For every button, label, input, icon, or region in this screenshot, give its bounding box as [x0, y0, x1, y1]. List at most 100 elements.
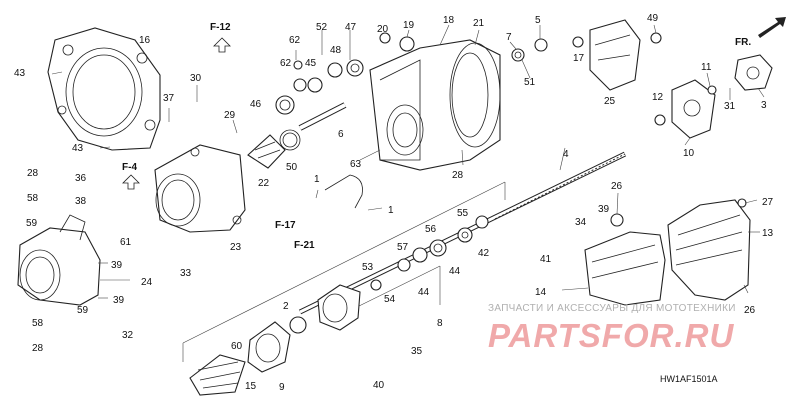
callout-29: 29 [224, 110, 236, 121]
diagram-code: HW1AF1501A [660, 374, 718, 384]
callout-28: 28 [32, 343, 44, 354]
plate-16 [47, 27, 161, 151]
callout-8: 8 [437, 318, 443, 329]
reference-labels: F-12 F-4 F-17 F-21 FR. [122, 22, 751, 251]
cover-13 [667, 199, 751, 301]
ref-f21: F-21 [294, 240, 315, 251]
cover-14 [584, 198, 747, 306]
callout-56: 56 [425, 224, 437, 235]
callout-40: 40 [373, 380, 385, 391]
callout-38: 38 [75, 196, 87, 207]
callout-18: 18 [443, 15, 455, 26]
callout-14: 14 [535, 287, 547, 298]
hose-1 [324, 174, 363, 209]
bushing-parts [511, 38, 548, 62]
callout-6: 6 [338, 129, 344, 140]
callout-59: 59 [77, 305, 89, 316]
callout-12: 12 [652, 92, 664, 103]
leader-lines [51, 24, 765, 299]
callout-32: 32 [122, 330, 134, 341]
callout-2: 2 [283, 301, 289, 312]
callout-16: 16 [139, 35, 151, 46]
arrow-front [758, 17, 786, 38]
callout-33: 33 [180, 268, 192, 279]
callout-51: 51 [524, 77, 536, 88]
cap-9 [247, 321, 291, 373]
callout-43: 43 [72, 143, 84, 154]
callout-4: 4 [563, 149, 569, 160]
callout-28: 28 [452, 170, 464, 181]
callout-41: 41 [540, 254, 552, 265]
callout-labels: 16 43 43 37 30 29 62 62 52 47 45 48 46 6… [14, 13, 774, 393]
callout-22: 22 [258, 178, 270, 189]
callout-17: 17 [573, 53, 585, 64]
callout-11: 11 [701, 62, 712, 73]
callout-44: 44 [418, 287, 430, 298]
callout-24: 24 [141, 277, 153, 288]
callout-39: 39 [598, 204, 610, 215]
callout-52: 52 [316, 22, 328, 33]
callout-50: 50 [286, 162, 298, 173]
callout-62: 62 [280, 58, 292, 69]
ref-f12: F-12 [210, 22, 231, 33]
bearing-housing [289, 284, 361, 334]
shaft-6 [275, 59, 364, 131]
callout-57: 57 [397, 242, 409, 253]
callout-30: 30 [190, 73, 202, 84]
callout-23: 23 [230, 242, 242, 253]
nozzle-24 [17, 214, 101, 306]
intake-23 [154, 144, 246, 233]
callout-10: 10 [683, 148, 695, 159]
impeller-22 [247, 129, 301, 169]
callout-31: 31 [724, 101, 736, 112]
arrow-f4 [122, 174, 140, 190]
callout-58: 58 [27, 193, 39, 204]
callout-58: 58 [32, 318, 44, 329]
callout-53: 53 [362, 262, 374, 273]
callout-1: 1 [314, 174, 320, 185]
callout-36: 36 [75, 173, 87, 184]
callout-26: 26 [611, 181, 623, 192]
callout-54: 54 [384, 294, 396, 305]
arrow-f12 [213, 37, 231, 53]
callout-46: 46 [250, 99, 262, 110]
callout-26: 26 [744, 305, 756, 316]
watermark-tagline: ЗАПЧАСТИ И АКСЕССУАРЫ ДЛЯ МОТОТЕХНИКИ [488, 303, 736, 314]
callout-39: 39 [111, 260, 123, 271]
ref-f4: F-4 [122, 162, 137, 173]
callout-45: 45 [305, 58, 317, 69]
watermark-logo: PARTSFOR.RU [488, 317, 735, 354]
callout-3: 3 [761, 100, 767, 111]
callout-39: 39 [113, 295, 125, 306]
callout-21: 21 [473, 18, 485, 29]
callout-62: 62 [289, 35, 301, 46]
callout-1: 1 [388, 205, 394, 216]
callout-44: 44 [449, 266, 461, 277]
boot-15 [189, 354, 246, 396]
callout-61: 61 [120, 237, 132, 248]
callout-49: 49 [647, 13, 659, 24]
damper-3 [707, 54, 773, 95]
callout-28: 28 [27, 168, 39, 179]
callout-42: 42 [478, 248, 490, 259]
callout-60: 60 [231, 341, 243, 352]
callout-63: 63 [350, 159, 362, 170]
assembly-bracket [182, 181, 506, 362]
ref-front: FR. [735, 37, 751, 48]
callout-20: 20 [377, 24, 389, 35]
callout-19: 19 [403, 20, 415, 31]
callout-25: 25 [604, 96, 616, 107]
callout-59: 59 [26, 218, 38, 229]
callout-7: 7 [506, 32, 512, 43]
callout-15: 15 [245, 381, 257, 392]
callout-9: 9 [279, 382, 285, 393]
callout-35: 35 [411, 346, 423, 357]
seal-stack [370, 215, 489, 291]
bucket-25 [572, 19, 662, 91]
callout-48: 48 [330, 45, 342, 56]
ref-f17: F-17 [275, 220, 296, 231]
callout-5: 5 [535, 15, 541, 26]
callout-47: 47 [345, 22, 357, 33]
